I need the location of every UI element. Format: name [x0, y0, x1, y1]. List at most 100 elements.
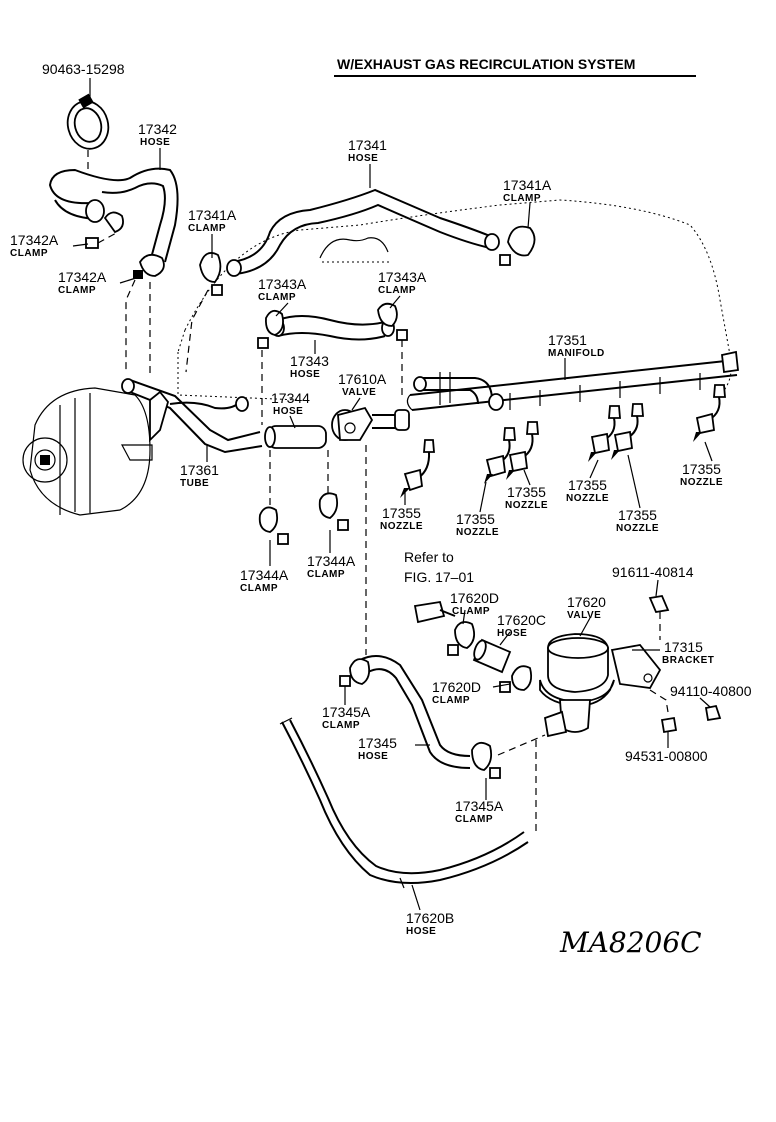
manifold-17351 [406, 350, 739, 411]
svg-text:HOSE: HOSE [358, 751, 388, 762]
svg-text:17344A: 17344A [240, 567, 289, 583]
svg-text:17342A: 17342A [58, 269, 107, 285]
hose-17342 [48, 93, 179, 375]
leader-lines [72, 78, 713, 911]
svg-text:HOSE: HOSE [348, 153, 378, 164]
svg-text:17620: 17620 [567, 594, 606, 610]
svg-text:91611-40814: 91611-40814 [612, 564, 694, 580]
reference-note: Refer to FIG. 17–01 [404, 549, 474, 585]
alternator [22, 387, 153, 516]
svg-text:HOSE: HOSE [273, 406, 303, 417]
svg-text:Refer to: Refer to [404, 549, 454, 565]
svg-text:17355: 17355 [382, 505, 421, 521]
nozzle-5 [611, 403, 644, 460]
svg-text:17355: 17355 [682, 461, 721, 477]
hose-17345 [339, 445, 546, 779]
svg-text:17343A: 17343A [378, 269, 427, 285]
nozzle-1 [400, 439, 435, 498]
svg-text:NOZZLE: NOZZLE [456, 527, 499, 538]
svg-text:CLAMP: CLAMP [322, 720, 360, 731]
svg-text:VALVE: VALVE [567, 610, 601, 621]
svg-text:17344: 17344 [271, 390, 310, 406]
hose-17341 [185, 188, 536, 373]
valve-17620 [539, 594, 722, 738]
svg-text:HOSE: HOSE [497, 628, 527, 639]
svg-text:17344A: 17344A [307, 553, 356, 569]
callout-94110: 94110-40800 [670, 683, 752, 699]
svg-text:CLAMP: CLAMP [432, 695, 470, 706]
svg-text:94110-40800: 94110-40800 [670, 683, 752, 699]
svg-text:NOZZLE: NOZZLE [505, 500, 548, 511]
tube-17361 [121, 378, 263, 454]
svg-text:CLAMP: CLAMP [452, 606, 490, 617]
svg-text:HOSE: HOSE [406, 926, 436, 937]
svg-text:17355: 17355 [568, 477, 607, 493]
svg-text:FIG. 17–01: FIG. 17–01 [404, 569, 474, 585]
svg-text:CLAMP: CLAMP [258, 292, 296, 303]
drawing-code: MA8206C [559, 926, 702, 959]
svg-text:17315: 17315 [664, 639, 703, 655]
callout-94531: 94531-00800 [625, 748, 708, 764]
svg-text:CLAMP: CLAMP [58, 285, 96, 296]
diagram-title: W/EXHAUST GAS RECIRCULATION SYSTEM [337, 56, 635, 72]
svg-text:17343: 17343 [290, 353, 329, 369]
svg-text:17341A: 17341A [188, 207, 237, 223]
svg-text:CLAMP: CLAMP [10, 248, 48, 259]
callout-91611: 91611-40814 [612, 564, 694, 580]
nozzle-6 [693, 384, 726, 442]
svg-text:17345: 17345 [358, 735, 397, 751]
svg-text:TUBE: TUBE [180, 478, 209, 489]
svg-text:MANIFOLD: MANIFOLD [548, 348, 605, 359]
svg-text:17620D: 17620D [432, 679, 481, 695]
svg-text:CLAMP: CLAMP [307, 569, 345, 580]
svg-text:17351: 17351 [548, 332, 587, 348]
svg-text:CLAMP: CLAMP [455, 814, 493, 825]
svg-text:VALVE: VALVE [342, 387, 376, 398]
nozzle-3 [506, 421, 539, 480]
hose-17344 [258, 425, 349, 545]
nozzle-4 [588, 405, 621, 462]
svg-text:17355: 17355 [507, 484, 546, 500]
svg-text:17355: 17355 [618, 507, 657, 523]
svg-text:17361: 17361 [180, 462, 219, 478]
svg-text:NOZZLE: NOZZLE [680, 477, 723, 488]
svg-text:NOZZLE: NOZZLE [616, 523, 659, 534]
svg-text:17620C: 17620C [497, 612, 546, 628]
svg-text:17342A: 17342A [10, 232, 59, 248]
nozzles-17355 [400, 384, 726, 498]
svg-text:17341A: 17341A [503, 177, 552, 193]
svg-text:17341: 17341 [348, 137, 387, 153]
callout-90463: 90463-15298 [42, 61, 125, 77]
valve-17610a [331, 406, 410, 441]
svg-text:17345A: 17345A [322, 704, 371, 720]
svg-text:17342: 17342 [138, 121, 177, 137]
svg-text:HOSE: HOSE [290, 369, 320, 380]
svg-text:17355: 17355 [456, 511, 495, 527]
